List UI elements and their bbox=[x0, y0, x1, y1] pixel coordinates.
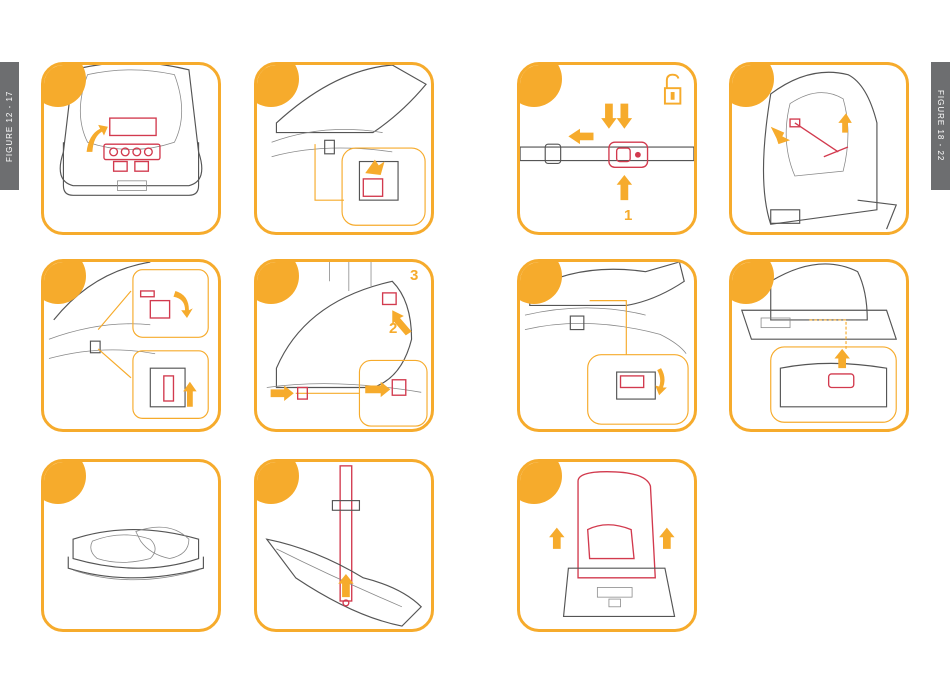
figure-panel-22 bbox=[517, 459, 697, 632]
figure-panel-18: 1 bbox=[517, 62, 697, 235]
step-number-2: 2 bbox=[389, 320, 397, 337]
figure-panel-14 bbox=[41, 259, 221, 432]
figure-panel-21 bbox=[729, 259, 909, 432]
step-number-1: 1 bbox=[624, 207, 632, 224]
figure-panel-12 bbox=[41, 62, 221, 235]
figure-panel-15: 3 2 bbox=[254, 259, 434, 432]
figure-panel-20 bbox=[517, 259, 697, 432]
figure-panel-13 bbox=[254, 62, 434, 235]
side-tab-right: FIGURE 18 - 22 bbox=[931, 62, 950, 190]
side-tab-left: FIGURE 12 - 17 bbox=[0, 62, 19, 190]
figure-panel-16 bbox=[41, 459, 221, 632]
figure-panel-19 bbox=[729, 62, 909, 235]
step-number-3: 3 bbox=[410, 267, 418, 284]
figure-panel-17 bbox=[254, 459, 434, 632]
unlock-icon bbox=[665, 75, 680, 104]
